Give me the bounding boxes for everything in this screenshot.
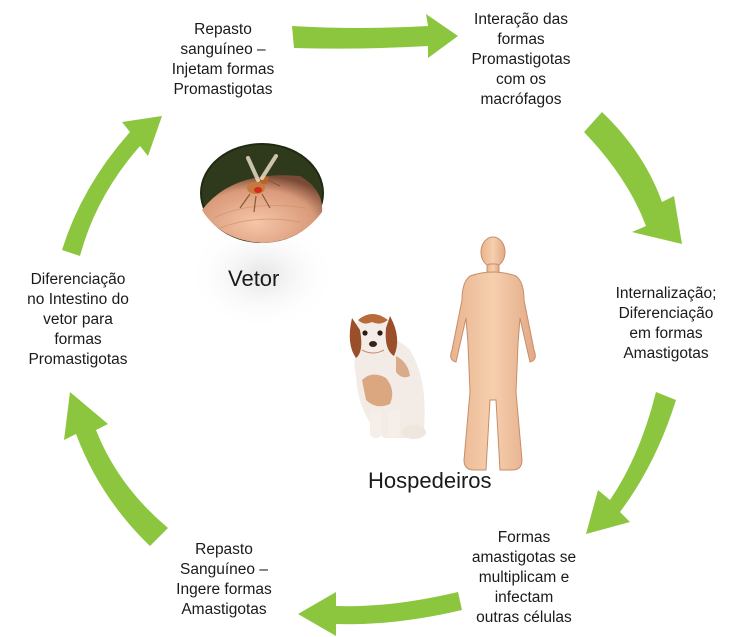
cycle-arrow bbox=[586, 392, 676, 534]
hosts-label: Hospedeiros bbox=[368, 468, 492, 494]
cycle-step-1-label: Repasto sanguíneo – Injetam formas Proma… bbox=[148, 20, 298, 100]
human-body-silhouette bbox=[451, 237, 536, 470]
cycle-arrow bbox=[62, 116, 162, 256]
dog-photo bbox=[350, 314, 426, 439]
cycle-step-4-label: Formas amastigotas se multiplicam e infe… bbox=[452, 528, 596, 628]
cycle-step-3-label: Internalização; Diferenciação em formas … bbox=[598, 284, 734, 364]
cycle-step-2-label: Interação das formas Promastigotas com o… bbox=[452, 10, 590, 110]
cycle-arrow bbox=[64, 392, 168, 546]
cycle-arrow bbox=[584, 112, 682, 244]
cycle-arrow bbox=[292, 14, 458, 58]
cycle-arrow bbox=[298, 592, 462, 636]
vector-label: Vetor bbox=[228, 266, 279, 292]
sandfly-photo bbox=[200, 143, 324, 243]
cycle-step-6-label: Diferenciação no Intestino do vetor para… bbox=[6, 270, 150, 370]
cycle-step-5-label: Repasto Sanguíneo – Ingere formas Amasti… bbox=[152, 540, 296, 620]
